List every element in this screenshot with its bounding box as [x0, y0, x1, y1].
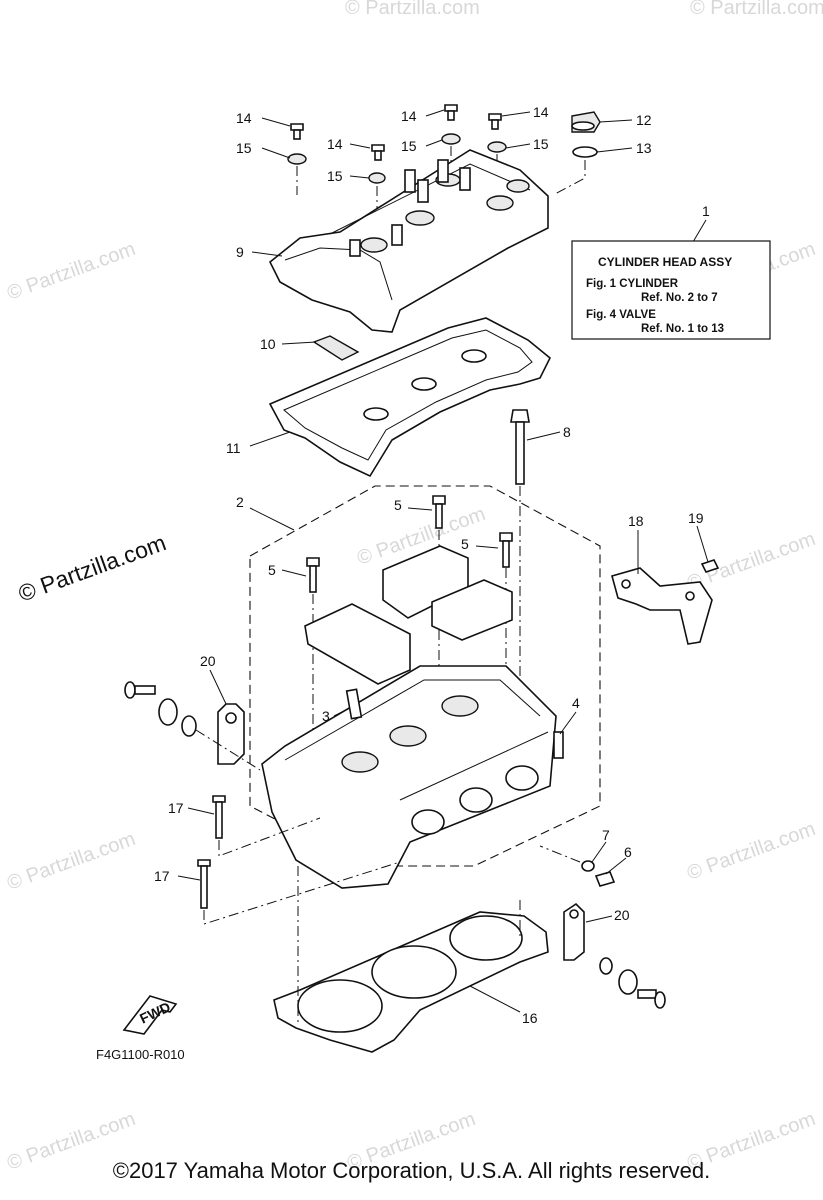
callout-20: 20 [614, 907, 630, 923]
bolt-6 [594, 871, 616, 887]
legend-line: Fig. 1 CYLINDER [586, 278, 679, 290]
callout-numbers: 14 15 14 15 14 15 14 15 12 13 9 10 11 8 … [154, 104, 704, 1026]
bolt-14 [444, 104, 458, 121]
callout-15: 15 [236, 140, 252, 156]
head-bolts-17 [197, 795, 401, 925]
legend-line: Ref. No. 2 to 7 [641, 292, 718, 304]
callout-19: 19 [688, 510, 704, 526]
cylinder-head [261, 665, 564, 889]
grommet-15 [368, 172, 386, 184]
leader-lines [177, 109, 709, 1013]
callout-4: 4 [572, 695, 580, 711]
callout-12: 12 [636, 112, 652, 128]
grommet-15 [287, 153, 307, 165]
copyright-notice: ©2017 Yamaha Motor Corporation, U.S.A. A… [112, 1158, 711, 1183]
washer-and-bolt [539, 845, 616, 887]
bolt-14 [290, 123, 304, 140]
legend-number: 1 [702, 203, 710, 219]
grommet-15 [487, 141, 507, 153]
callout-17: 17 [154, 868, 170, 884]
callout-5: 5 [394, 497, 402, 513]
callout-2: 2 [236, 494, 244, 510]
callout-5: 5 [461, 536, 469, 552]
callout-7: 7 [602, 827, 610, 843]
callout-3: 3 [322, 708, 330, 724]
watermark: © Partzilla.com [690, 0, 823, 19]
callout-15: 15 [327, 168, 343, 184]
head-gasket-16 [273, 866, 549, 1053]
callout-6: 6 [624, 844, 632, 860]
figure-code: F4G1100-R010 [96, 1047, 185, 1062]
legend-line: Fig. 4 VALVE [586, 309, 656, 321]
bracket-18 [611, 559, 720, 645]
watermark: © Partzilla.com [4, 828, 138, 895]
washer-7 [581, 860, 595, 872]
callout-11: 11 [226, 440, 241, 456]
callout-14: 14 [533, 104, 549, 120]
callout-14: 14 [236, 110, 252, 126]
watermark: © Partzilla.com [684, 818, 818, 885]
fwd-label: FWD [137, 999, 173, 1027]
watermark: © Partzilla.com [345, 0, 480, 19]
callout-8: 8 [563, 424, 571, 440]
callout-15: 15 [533, 136, 549, 152]
callout-10: 10 [260, 336, 276, 352]
callout-15: 15 [401, 138, 417, 154]
callout-5: 5 [268, 562, 276, 578]
oil-filler-cap [554, 111, 601, 195]
callout-17: 17 [168, 800, 184, 816]
legend-line: Ref. No. 1 to 13 [641, 323, 724, 335]
callout-9: 9 [236, 244, 244, 260]
baffle-plate-10 [312, 335, 360, 361]
legend-title: CYLINDER HEAD ASSY [598, 255, 732, 269]
callout-14: 14 [327, 136, 343, 152]
cover-gasket [268, 317, 552, 478]
camshaft-caps [304, 545, 513, 685]
engine-hanger-20-left [124, 681, 261, 771]
hanger-hardware [124, 681, 261, 771]
o-ring-13 [572, 146, 598, 158]
callout-14: 14 [401, 108, 417, 124]
fwd-arrow: FWD [122, 995, 178, 1035]
legend-box: 1 CYLINDER HEAD ASSY Fig. 1 CYLINDER Ref… [571, 203, 771, 340]
watermark: © Partzilla.com [684, 528, 818, 595]
watermark: © Partzilla.com [4, 238, 138, 305]
callout-13: 13 [636, 140, 652, 156]
bolt-14 [488, 113, 502, 130]
grommet-15 [441, 133, 461, 145]
callout-18: 18 [628, 513, 644, 529]
engine-hanger-20-right [563, 902, 666, 1009]
callout-16: 16 [522, 1010, 538, 1026]
callout-20: 20 [200, 653, 216, 669]
watermark-large: © Partzilla.com [15, 529, 170, 606]
bolt-14 [371, 144, 385, 161]
cylinder-head-cover [268, 149, 549, 333]
